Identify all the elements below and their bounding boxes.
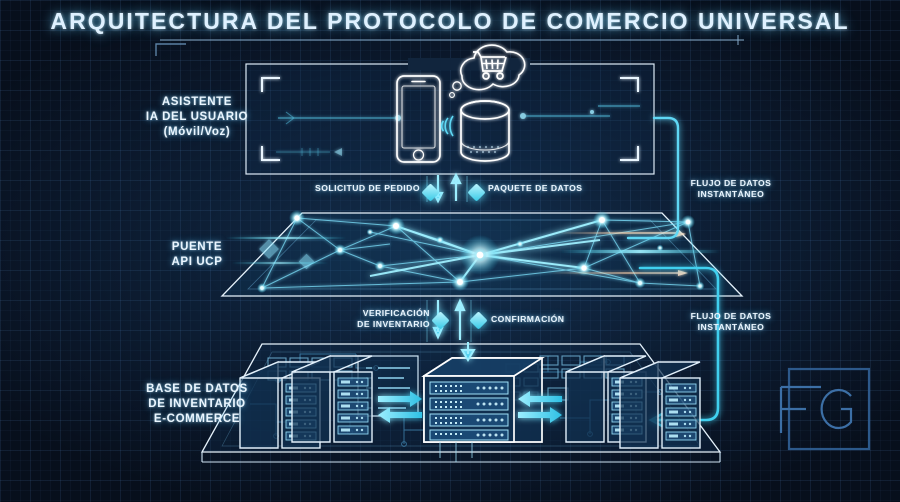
layer-label-line: DE INVENTARIO bbox=[148, 398, 246, 411]
shopping-cart-thought-bubble-icon bbox=[449, 44, 526, 98]
voice-wave-icon bbox=[440, 115, 454, 137]
primary-server-rack-icon bbox=[421, 357, 545, 462]
layer-label-assistant: ASISTENTE IA DEL USUARIO (Móvil/Voz) bbox=[132, 95, 262, 141]
layer-label-line: PUENTE bbox=[171, 241, 223, 253]
assistant-panel-frame bbox=[245, 58, 655, 175]
realtime-flow-path-top bbox=[626, 116, 680, 240]
layer-label-database: BASE DE DATOS DE INVENTARIO E-COMMERCE bbox=[122, 382, 272, 428]
flow-label-line: INSTANTÁNEO bbox=[697, 189, 765, 200]
layer-label-line: API UCP bbox=[171, 256, 223, 269]
rack-data-arrows bbox=[378, 391, 562, 423]
title-rule bbox=[160, 35, 744, 45]
flow-label-realtime-bottom: FLUJO DE DATOS INSTANTÁNEO bbox=[672, 311, 790, 333]
flow-label-line: VERIFICACIÓN bbox=[362, 308, 430, 318]
flow-label-inventory-check: VERIFICACIÓN DE INVENTARIO bbox=[330, 308, 430, 330]
layer-label-line: IA DEL USUARIO bbox=[145, 111, 249, 124]
flow-label-line: INSTANTÁNEO bbox=[697, 322, 765, 333]
smartphone-icon bbox=[396, 75, 441, 163]
flow-label-realtime-top: FLUJO DE DATOS INSTANTÁNEO bbox=[672, 178, 790, 200]
layer-label-bridge: PUENTE API UCP bbox=[138, 240, 256, 270]
flow-label-data-packet: PAQUETE DE DATOS bbox=[488, 183, 583, 193]
flow-label-line: FLUJO DE DATOS bbox=[690, 311, 772, 321]
data-streaks bbox=[226, 232, 720, 274]
page-title: ARQUITECTURA DEL PROTOCOLO DE COMERCIO U… bbox=[50, 8, 850, 34]
server-rack-icon bbox=[291, 354, 373, 443]
flow-label-line: DE INVENTARIO bbox=[357, 319, 430, 330]
fg-monogram-logo bbox=[779, 367, 871, 451]
server-rack-icon bbox=[619, 360, 701, 449]
smart-speaker-icon bbox=[460, 100, 510, 162]
layer-label-line: BASE DE DATOS bbox=[146, 383, 248, 395]
flow-label-line: FLUJO DE DATOS bbox=[690, 178, 772, 188]
layer-label-line: ASISTENTE bbox=[161, 96, 233, 108]
flow-label-confirmation: CONFIRMACIÓN bbox=[491, 314, 565, 324]
layer-label-line: (Móvil/Voz) bbox=[163, 126, 231, 139]
database-inbound-arrow bbox=[460, 342, 476, 362]
layer-label-line: E-COMMERCE bbox=[153, 413, 241, 426]
mesh-nodes bbox=[257, 210, 705, 293]
panel-scan-lines bbox=[276, 105, 640, 156]
flow-label-order-request: SOLICITUD DE PEDIDO bbox=[315, 183, 420, 193]
title-corner-bracket bbox=[155, 43, 186, 56]
